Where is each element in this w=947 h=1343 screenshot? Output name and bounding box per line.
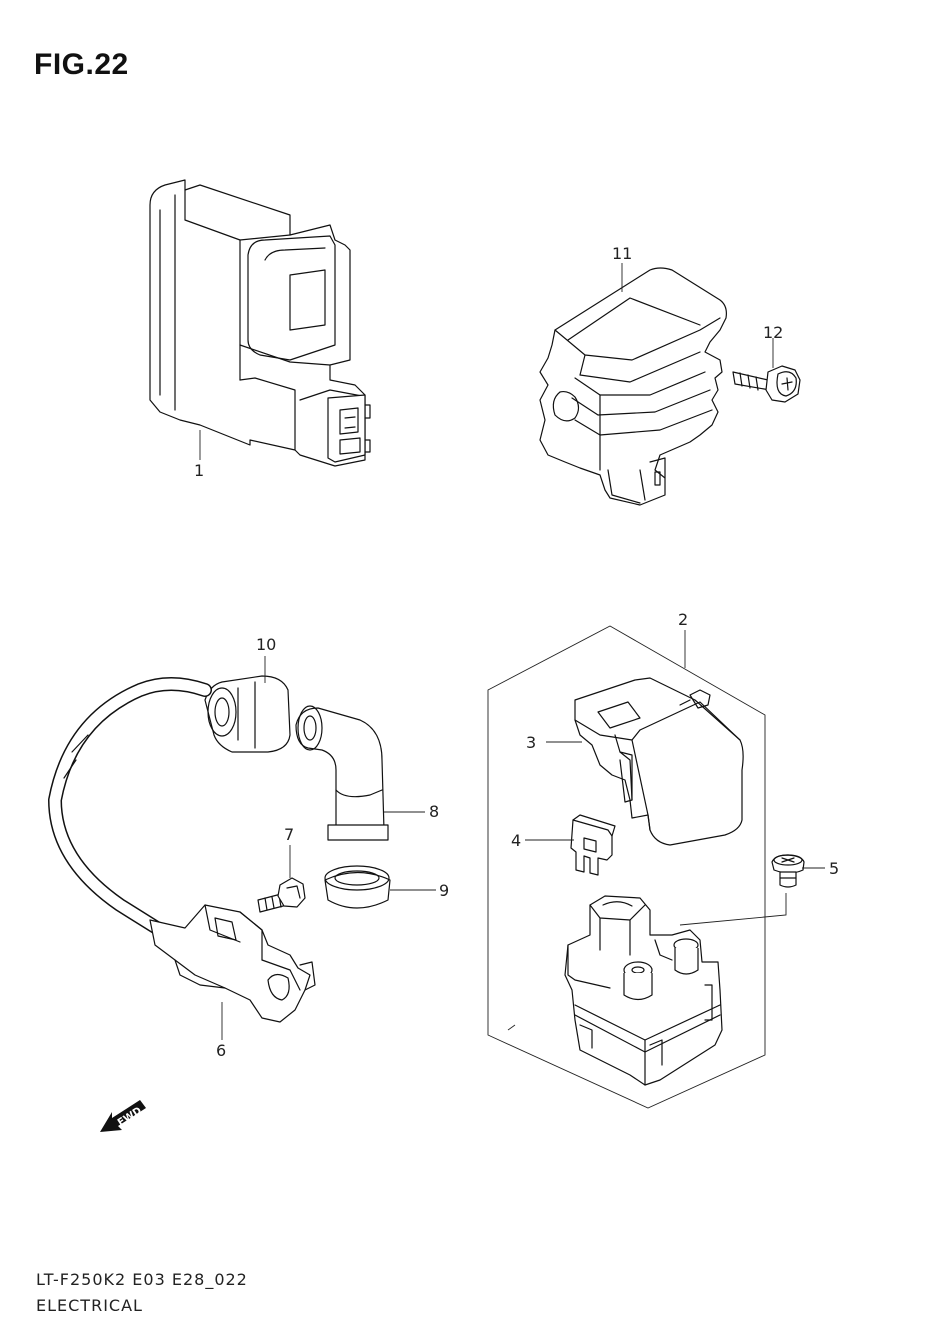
figure-title: FIG.22 <box>34 48 129 81</box>
footer-section: ELECTRICAL <box>36 1296 143 1315</box>
callout-8: 8 <box>429 802 439 821</box>
part-bolt-12[interactable] <box>732 365 801 403</box>
callout-2: 2 <box>678 610 688 629</box>
callout-3: 3 <box>526 733 536 752</box>
part-bolt-7[interactable] <box>257 877 306 913</box>
fwd-arrow-icon: FWD <box>100 1100 146 1132</box>
callout-12: 12 <box>763 323 783 342</box>
callout-10: 10 <box>256 635 276 654</box>
part-ignition-coil[interactable] <box>48 677 316 1023</box>
part-regulator-rectifier[interactable] <box>539 267 727 506</box>
callout-11: 11 <box>612 244 632 263</box>
footer-model-code: LT-F250K2 E03 E28_022 <box>36 1270 248 1289</box>
callout-5: 5 <box>829 859 839 878</box>
part-starter-relay[interactable] <box>564 895 723 1086</box>
part-fuse[interactable] <box>570 814 616 876</box>
part-cdi-unit[interactable] <box>149 179 371 467</box>
callout-4: 4 <box>511 831 521 850</box>
part-screw[interactable] <box>771 854 805 888</box>
callout-7: 7 <box>284 825 294 844</box>
part-relay-cover[interactable] <box>574 677 744 846</box>
part-spark-plug-cap[interactable] <box>295 705 389 841</box>
part-seal-ring[interactable] <box>324 865 391 909</box>
starter-relay-assembly-outline <box>487 625 766 1109</box>
callout-6: 6 <box>216 1041 226 1060</box>
leader-line-5b <box>679 893 787 926</box>
part-grommet[interactable] <box>204 675 291 753</box>
callout-9: 9 <box>439 881 449 900</box>
callout-1: 1 <box>194 461 204 480</box>
